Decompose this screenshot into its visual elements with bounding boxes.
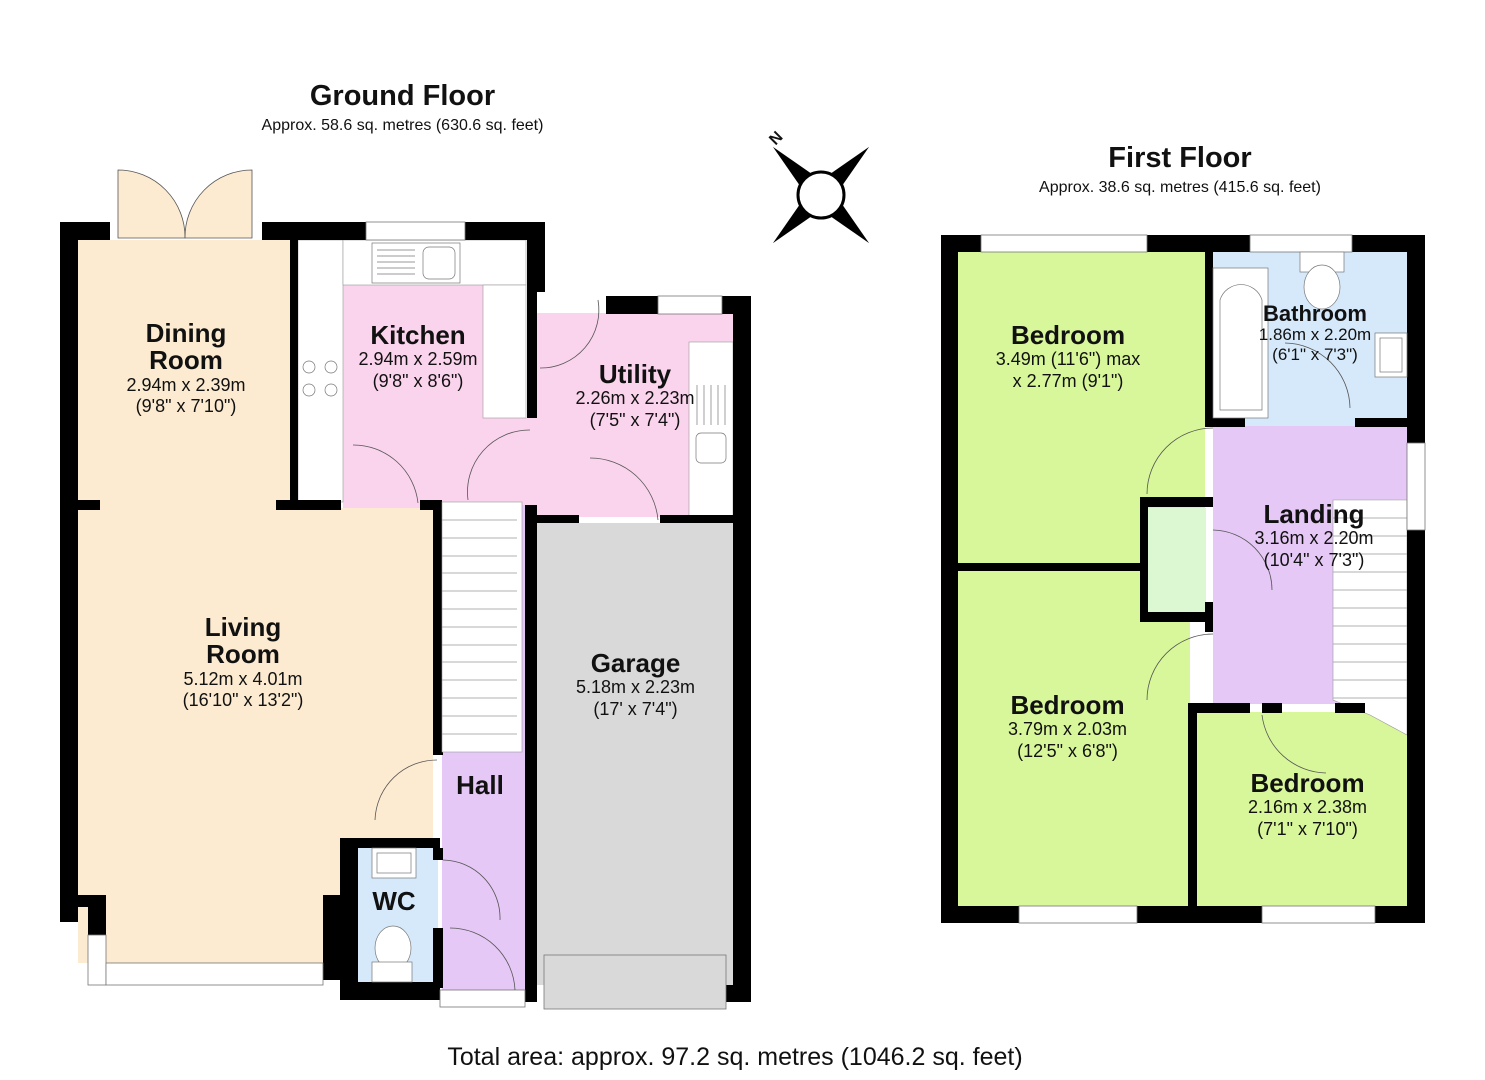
first-floor-area: Approx. 38.6 sq. metres (415.6 sq. feet)	[1039, 179, 1321, 196]
room-dimensions-metric: 2.94m x 2.39m	[126, 374, 246, 395]
room-dimensions-metric: 5.18m x 2.23m	[575, 677, 696, 698]
room-dimensions-metric: 2.94m x 2.59m	[358, 349, 478, 370]
room-name: Hall	[456, 770, 504, 800]
ground-floor-door-swings	[352, 299, 659, 991]
first-floor-plan	[941, 234, 1426, 924]
french-doors-icon	[117, 169, 253, 239]
room-name: Bedroom	[1010, 690, 1125, 720]
bedroom-3-fill	[1197, 712, 1409, 908]
room-name: Bathroom	[1263, 301, 1367, 326]
room-dimensions-metric: 2.26m x 2.23m	[575, 388, 695, 409]
wc-basin-icon	[371, 847, 417, 879]
room-dimensions-imperial: (7'5" x 7'4")	[589, 409, 681, 430]
first-floor-staircase	[1332, 499, 1408, 736]
room-dimensions-metric: 3.16m x 2.20m	[1254, 528, 1374, 549]
room-label-landing: Landing 3.16m x 2.20m (10'4" x 7'3")	[1234, 499, 1394, 571]
room-name: Bedroom	[1250, 768, 1365, 798]
ground-floor-area: Approx. 58.6 sq. metres (630.6 sq. feet)	[261, 117, 544, 134]
ground-floor-plan	[60, 169, 751, 1010]
room-label-garage: Garage 5.18m x 2.23m (17' x 7'4")	[553, 648, 718, 720]
room-name: Utility	[598, 359, 672, 389]
ground-floor-staircase	[441, 501, 523, 753]
living-room-bay-fill	[106, 895, 325, 963]
kitchen-sink-icon	[371, 242, 461, 284]
ground-floor-title: Ground Floor	[309, 80, 496, 112]
room-dimensions-metric: 1.86m x 2.20m	[1258, 325, 1372, 345]
hob-icon	[302, 360, 338, 397]
room-dimensions-imperial: (9'8" x 8'6")	[372, 370, 464, 391]
first-floor-door-swings	[1146, 342, 1351, 774]
room-dimensions-imperial: x 2.77m (9'1")	[1012, 370, 1124, 391]
room-label-kitchen: Kitchen 2.94m x 2.59m (9'8" x 8'6")	[338, 320, 498, 392]
room-dimensions-imperial: (16'10" x 13'2")	[182, 690, 304, 711]
first-floor-walls	[941, 235, 1425, 923]
bathroom-basin-icon	[1374, 332, 1408, 378]
room-label-dining-room: Dining Room 2.94m x 2.39m (9'8" x 7'10")	[96, 318, 276, 418]
utility-sink-icon	[695, 385, 727, 464]
room-name-line2: Room	[149, 345, 223, 376]
room-dimensions-imperial: (7'1" x 7'10")	[1257, 818, 1358, 839]
room-name: Garage	[590, 648, 681, 678]
bathroom-toilet-icon	[1299, 251, 1345, 310]
total-area: Total area: approx. 97.2 sq. metres (104…	[447, 1043, 1023, 1071]
first-floor-title: First Floor	[1108, 142, 1252, 174]
ground-floor-walls	[60, 222, 751, 1002]
room-dimensions-imperial: (10'4" x 7'3")	[1263, 549, 1365, 570]
utility-worktop	[688, 341, 734, 517]
room-label-hall: Hall	[442, 770, 518, 800]
garage-fill	[537, 523, 733, 985]
room-dimensions-metric: 3.79m x 2.03m	[1007, 719, 1128, 740]
room-name-line2: Room	[206, 639, 280, 670]
room-dimensions-imperial: (9'8" x 7'10")	[135, 396, 237, 417]
room-name: Kitchen	[370, 320, 466, 350]
room-label-utility: Utility 2.26m x 2.23m (7'5" x 7'4")	[555, 359, 715, 431]
room-name: Dining	[145, 318, 227, 348]
room-label-wc: WC	[358, 886, 430, 916]
room-label-bedroom-3: Bedroom 2.16m x 2.38m (7'1" x 7'10")	[1225, 768, 1390, 840]
ground-floor-windows	[87, 221, 723, 1008]
room-label-bedroom-2: Bedroom 3.79m x 2.03m (12'5" x 6'8")	[985, 690, 1150, 762]
bedroom-2-fill	[958, 570, 1190, 908]
room-dimensions-metric: 3.49m (11'6") max	[995, 349, 1141, 370]
room-label-living-room: Living Room 5.12m x 4.01m (16'10" x 13'2…	[148, 612, 338, 712]
room-dimensions-imperial: (6'1" x 7'3")	[1272, 345, 1358, 365]
dining-room-fill	[78, 240, 290, 508]
cupboard-fill	[1148, 508, 1206, 618]
first-floor-windows	[980, 234, 1426, 924]
garage-door	[543, 954, 727, 1010]
room-dimensions-imperial: (17' x 7'4")	[593, 698, 678, 719]
room-name: Living	[204, 612, 282, 642]
bath-icon	[1212, 267, 1269, 419]
room-dimensions-imperial: (12'5" x 6'8")	[1017, 740, 1118, 761]
toilet-icon	[371, 925, 413, 983]
room-dimensions-metric: 2.16m x 2.38m	[1247, 797, 1368, 818]
kitchen-fill-lower	[343, 418, 538, 508]
room-label-bedroom-1: Bedroom 3.49m (11'6") max x 2.77m (9'1")	[968, 320, 1168, 392]
kitchen-worktop-right	[482, 284, 527, 419]
room-dimensions-metric: 5.12m x 4.01m	[183, 668, 303, 689]
compass-rose-icon	[772, 146, 870, 244]
room-name: Landing	[1263, 499, 1365, 529]
room-label-bathroom: Bathroom 1.86m x 2.20m (6'1" x 7'3")	[1240, 302, 1390, 366]
room-name: WC	[372, 886, 416, 916]
room-name: Bedroom	[1010, 320, 1126, 350]
